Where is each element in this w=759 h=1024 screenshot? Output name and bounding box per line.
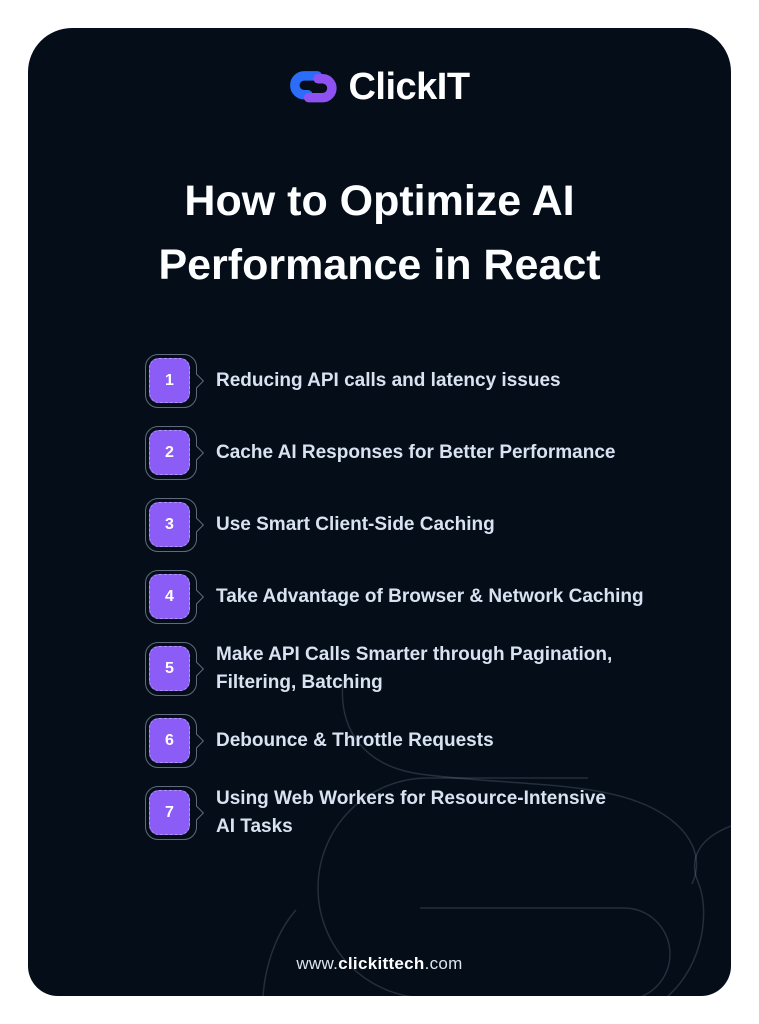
item-label: Using Web Workers for Resource-Intensive… xyxy=(216,788,606,837)
item-number: 2 xyxy=(149,430,190,475)
item-number-badge: 6 xyxy=(145,714,205,768)
item-number-badge: 7 xyxy=(145,786,205,840)
item-label: Make API Calls Smarter through Paginatio… xyxy=(216,644,613,693)
item-number: 5 xyxy=(149,646,190,691)
item-number: 7 xyxy=(149,790,190,835)
logo: ClickIT xyxy=(28,28,731,109)
badge-tail-icon xyxy=(189,445,205,461)
list-item-4: 4 Take Advantage of Browser & Network Ca… xyxy=(145,569,681,625)
item-label: Take Advantage of Browser & Network Cach… xyxy=(216,586,644,607)
card-content: ClickIT How to Optimize AI Performance i… xyxy=(28,28,731,996)
url-suffix: .com xyxy=(424,954,463,973)
list-item-2: 2 Cache AI Responses for Better Performa… xyxy=(145,425,681,481)
item-label: Reducing API calls and latency issues xyxy=(216,370,561,391)
link-infinity-icon xyxy=(290,71,338,103)
brand-name: ClickIT xyxy=(348,66,470,108)
item-number: 3 xyxy=(149,502,190,547)
badge-tail-icon xyxy=(189,517,205,533)
item-number-badge: 1 xyxy=(145,354,205,408)
item-label: Use Smart Client-Side Caching xyxy=(216,514,495,535)
infographic-card: ClickIT How to Optimize AI Performance i… xyxy=(28,28,731,996)
list-item-5: 5 Make API Calls Smarter through Paginat… xyxy=(145,641,681,697)
list-item-6: 6 Debounce & Throttle Requests xyxy=(145,713,681,769)
url-brand: clickittech xyxy=(338,954,425,973)
list-item-3: 3 Use Smart Client-Side Caching xyxy=(145,497,681,553)
badge-tail-icon xyxy=(189,373,205,389)
badge-tail-icon xyxy=(189,661,205,677)
item-label: Debounce & Throttle Requests xyxy=(216,730,494,751)
list-item-7: 7 Using Web Workers for Resource-Intensi… xyxy=(145,785,681,841)
item-number-badge: 5 xyxy=(145,642,205,696)
item-number-badge: 3 xyxy=(145,498,205,552)
item-number-badge: 2 xyxy=(145,426,205,480)
badge-tail-icon xyxy=(189,805,205,821)
item-label: Cache AI Responses for Better Performanc… xyxy=(216,442,616,463)
badge-tail-icon xyxy=(189,733,205,749)
list-item-1: 1 Reducing API calls and latency issues xyxy=(145,353,681,409)
item-number: 6 xyxy=(149,718,190,763)
website-url: www.clickittech.com xyxy=(28,954,731,974)
steps-list: 1 Reducing API calls and latency issues … xyxy=(145,353,681,841)
item-number-badge: 4 xyxy=(145,570,205,624)
badge-tail-icon xyxy=(189,589,205,605)
url-prefix: www. xyxy=(296,954,339,973)
item-number: 4 xyxy=(149,574,190,619)
page-title: How to Optimize AI Performance in React xyxy=(158,177,601,289)
item-number: 1 xyxy=(149,358,190,403)
